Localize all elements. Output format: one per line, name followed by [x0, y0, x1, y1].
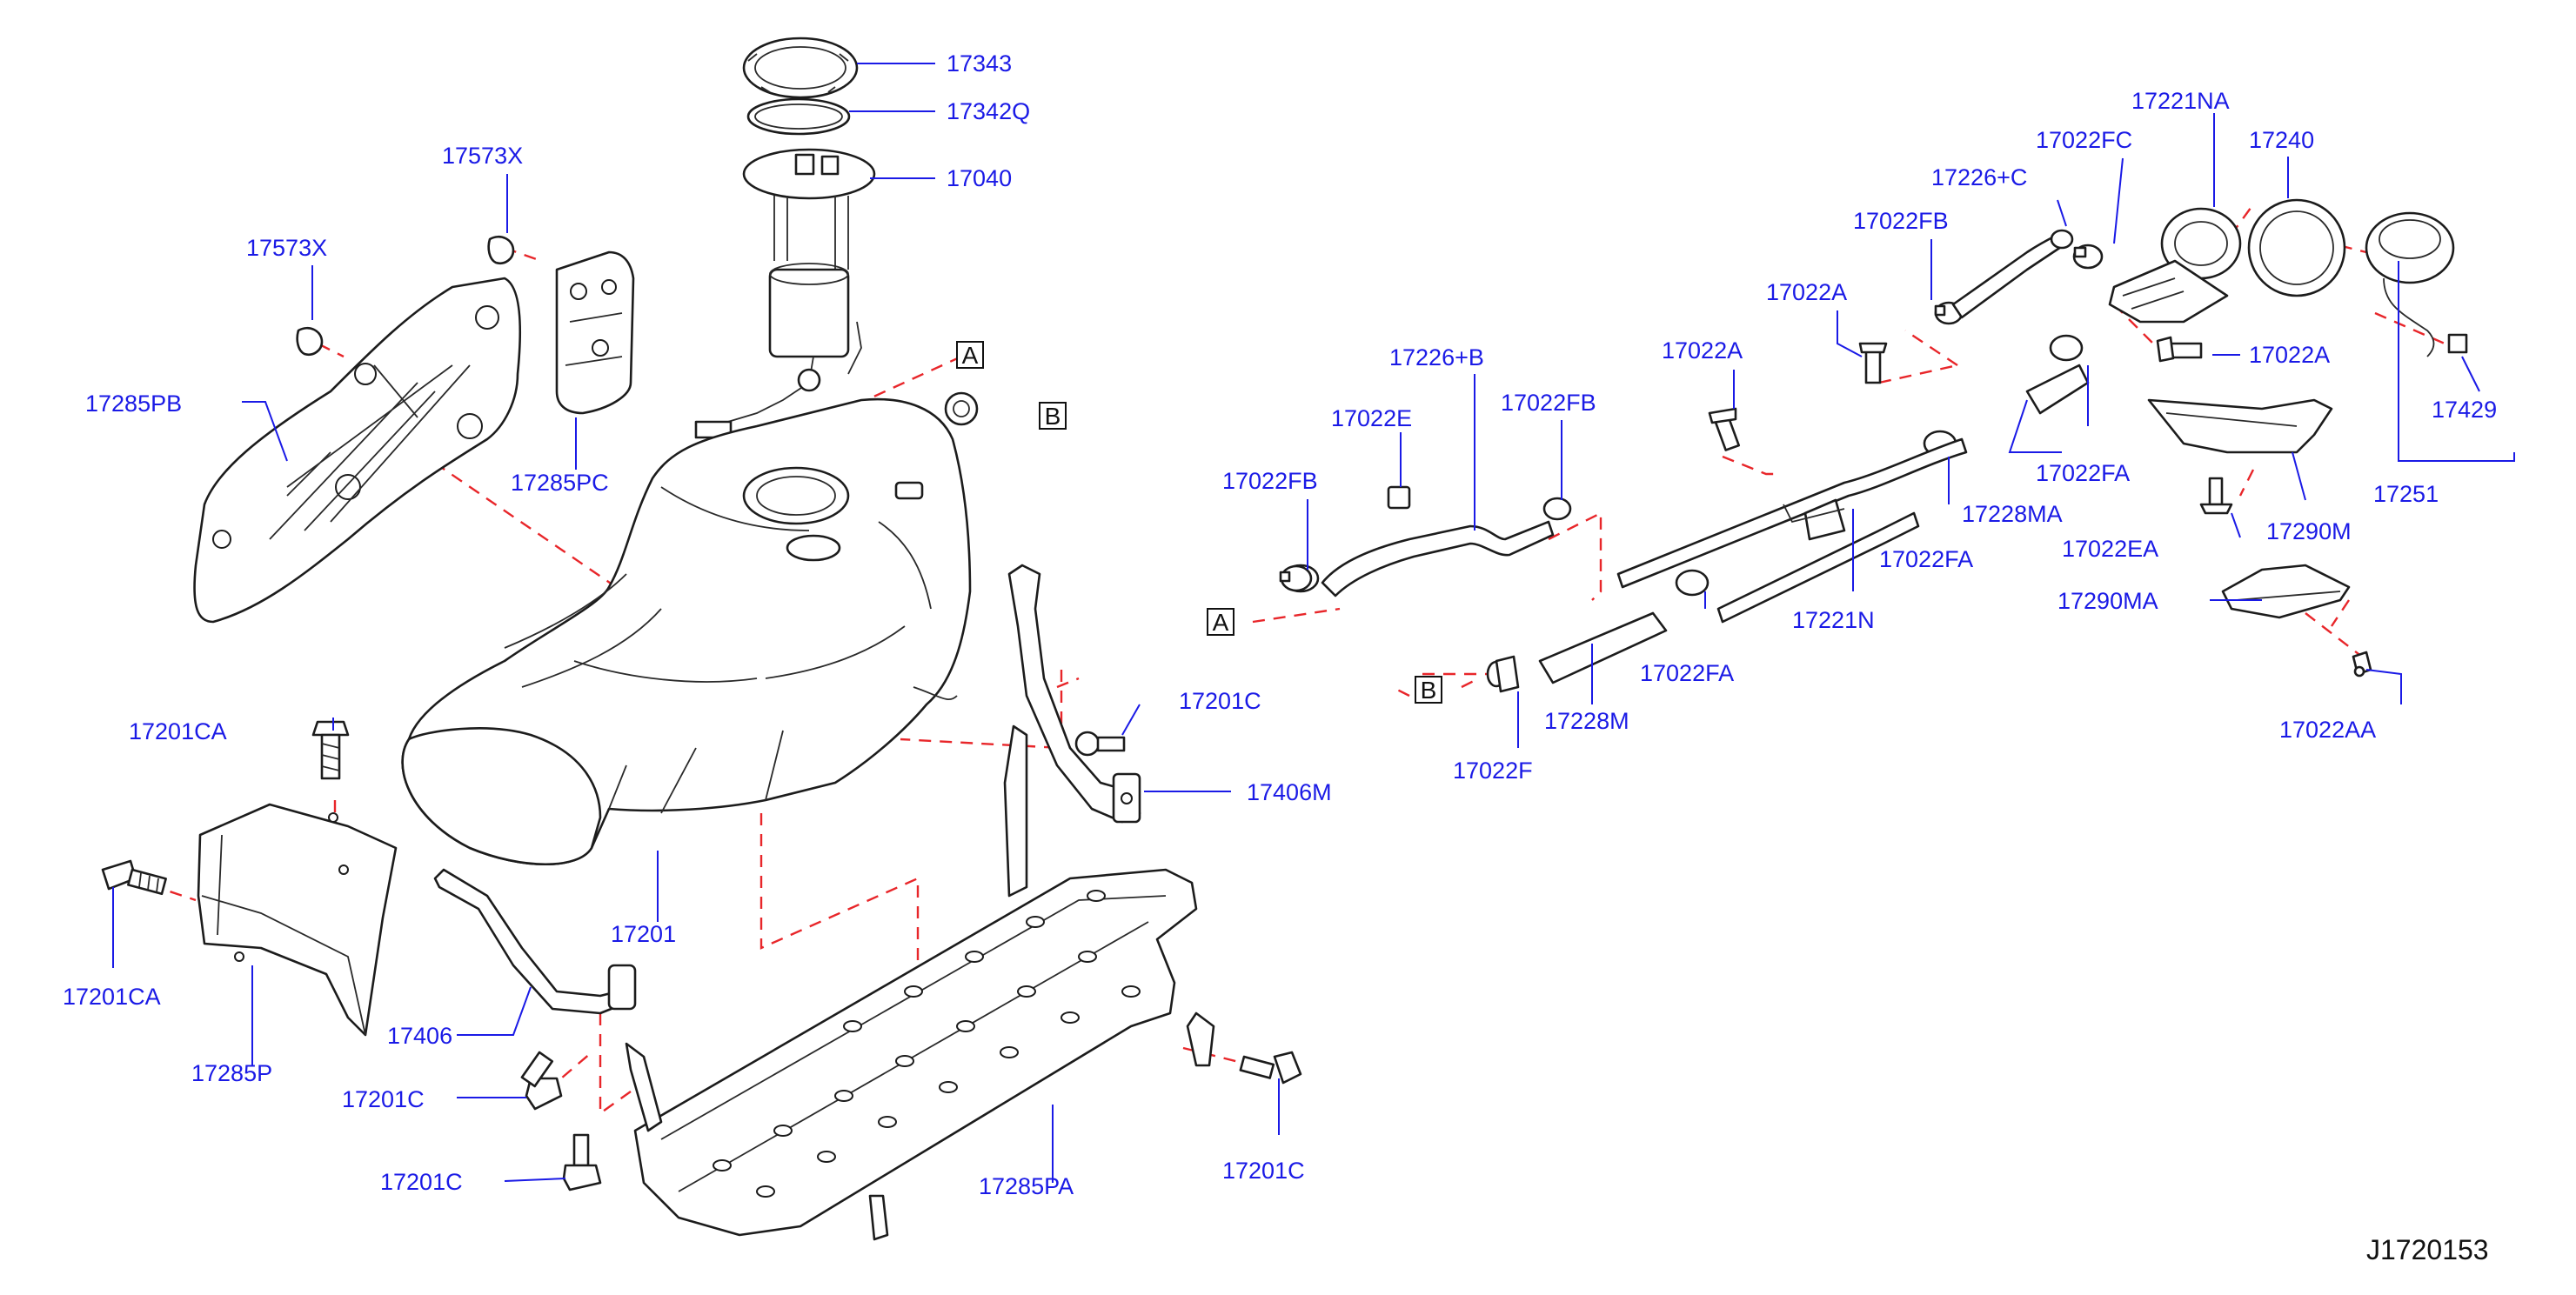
clip-17022E — [1387, 485, 1411, 510]
part-labels: 17343 17342Q 17040 17573X 17573X 17285PB… — [63, 50, 2497, 1199]
bolt-17022EA — [2199, 477, 2233, 515]
label-17201C-tank: 17201C — [1179, 688, 1261, 714]
label-17201: 17201 — [611, 921, 676, 947]
bolt-17201C-bottom — [562, 1133, 602, 1192]
label-17022A-upper: 17022A — [1766, 279, 1847, 305]
fuel-cap-17251 — [2365, 211, 2455, 357]
label-17573X-lower: 17573X — [246, 235, 327, 261]
clamp-17022FB-left — [1279, 564, 1313, 592]
label-17406: 17406 — [387, 1023, 452, 1049]
fuel-tank-17201 — [401, 391, 979, 865]
gasket-17342Q — [746, 97, 851, 136]
bracket-17290MA — [2221, 564, 2351, 619]
diagram-id: J1720153 — [2366, 1234, 2489, 1265]
label-17285PA: 17285PA — [979, 1173, 1074, 1199]
label-17022FA-mid: 17022FA — [1640, 660, 1734, 686]
clip-17429 — [2447, 333, 2468, 354]
strap-17406 — [433, 868, 637, 1015]
bolt-17022A-left — [1708, 407, 1741, 451]
skid-plate-17285PA — [625, 724, 1215, 1241]
clamp-17022FA-upper — [2049, 334, 2084, 362]
heat-shield-17285P — [197, 803, 398, 1037]
clamp-17022FA-mid — [1675, 569, 1710, 597]
label-17201C-bottom: 17201C — [380, 1169, 463, 1195]
bolt-17022A-right — [2156, 336, 2203, 363]
label-17221N: 17221N — [1792, 607, 1875, 633]
bracket-17285PC — [555, 250, 635, 415]
fuel-pump-17040 — [694, 148, 876, 439]
label-17022EA: 17022EA — [2062, 536, 2158, 562]
label-17226C: 17226+C — [1931, 164, 2027, 190]
label-17022FC: 17022FC — [2036, 127, 2132, 153]
label-17201C-right: 17201C — [1222, 1158, 1305, 1184]
label-17285PC: 17285PC — [511, 470, 609, 496]
label-17228MA: 17228MA — [1962, 501, 2063, 527]
label-17429: 17429 — [2432, 397, 2497, 423]
clip-17573X-upper — [487, 235, 515, 264]
label-17228M: 17228M — [1544, 708, 1629, 734]
label-17343: 17343 — [947, 50, 1012, 77]
label-17022A-left: 17022A — [1662, 337, 1743, 364]
label-17285PB: 17285PB — [85, 391, 182, 417]
svg-text:A: A — [1213, 609, 1229, 636]
leader-lines — [112, 63, 2515, 1183]
bolt-17201C-tank — [1074, 731, 1126, 757]
bolt-17022A-upper — [1858, 342, 1888, 384]
label-17022F: 17022F — [1453, 758, 1533, 784]
ref-box-a-right: A — [1207, 608, 1234, 636]
label-17022AA: 17022AA — [2279, 717, 2376, 743]
label-17285P: 17285P — [191, 1060, 272, 1086]
label-17573X-upper: 17573X — [442, 143, 523, 169]
label-17221NA: 17221NA — [2131, 88, 2230, 114]
label-17406M: 17406M — [1247, 779, 1332, 805]
label-17342Q: 17342Q — [947, 98, 1030, 124]
hose-17226C — [1951, 229, 2074, 319]
svg-text:A: A — [962, 342, 979, 369]
lock-ring-17343 — [742, 37, 859, 99]
strap-17406M — [1007, 564, 1141, 824]
label-17022FA-upper: 17022FA — [2036, 460, 2130, 486]
label-17290M: 17290M — [2266, 518, 2352, 544]
clamp-17022FC — [2072, 244, 2104, 270]
label-17022FB-left: 17022FB — [1222, 468, 1318, 494]
label-17201C-lower-left: 17201C — [342, 1086, 425, 1112]
label-17022FB-top: 17022FB — [1853, 208, 1949, 234]
label-17290MA: 17290MA — [2057, 588, 2158, 614]
hose-17226B — [1281, 520, 1555, 597]
clip-17573X-lower — [296, 326, 324, 356]
label-17040: 17040 — [947, 165, 1012, 191]
clamp-17022F — [1495, 655, 1520, 693]
svg-text:B: B — [1421, 677, 1437, 704]
ref-box-a-upper: A — [956, 341, 984, 369]
shield-17290M — [2147, 398, 2333, 454]
label-17022FA-lower: 17022FA — [1879, 546, 1973, 572]
label-17022FB-mid: 17022FB — [1501, 390, 1596, 416]
label-17251: 17251 — [2373, 481, 2439, 507]
label-17201CA-lower: 17201CA — [63, 984, 161, 1010]
clip-17022AA — [2352, 651, 2372, 678]
label-17226B: 17226+B — [1389, 344, 1484, 370]
svg-text:B: B — [1045, 403, 1061, 430]
bolt-17201C-right — [1239, 1051, 1302, 1085]
bolt-17201CA-upper — [311, 720, 350, 780]
skid-plate-holes — [713, 890, 1141, 1198]
label-17201CA-upper: 17201CA — [129, 718, 227, 744]
label-17022E: 17022E — [1331, 405, 1412, 431]
clamp-17022FB-mid — [1542, 497, 1572, 521]
filler-neck-17221NA — [2108, 207, 2242, 324]
heat-shield-17285PB — [193, 277, 522, 624]
ref-box-b-right: B — [1415, 676, 1442, 704]
bolt-17201C-lower-left — [520, 1051, 563, 1111]
ref-box-b-upper: B — [1039, 402, 1067, 430]
gasket-17240 — [2247, 198, 2346, 297]
bolt-17201CA-lower — [101, 859, 167, 896]
hose-17228MA — [2025, 364, 2090, 415]
label-17022A-right: 17022A — [2249, 342, 2330, 368]
filler-tube-17221N — [1616, 437, 1968, 624]
label-17240: 17240 — [2249, 127, 2314, 153]
